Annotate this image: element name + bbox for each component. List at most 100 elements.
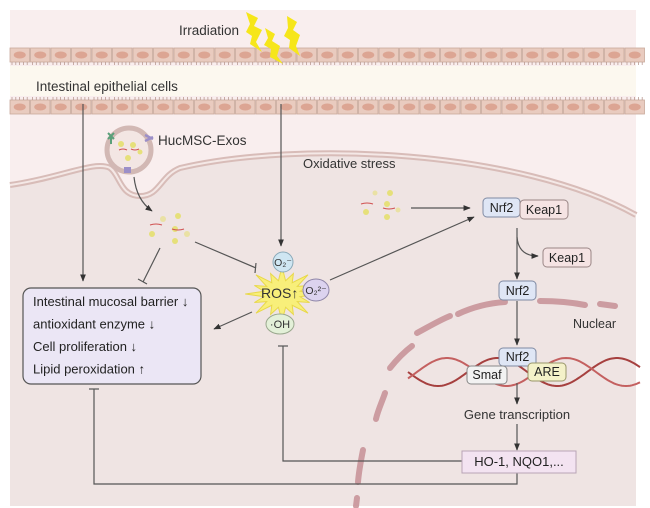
epithelial-cell — [317, 47, 338, 65]
products-label: HO-1, NQO1,... — [474, 454, 564, 469]
epithelial-cell — [501, 97, 522, 115]
epithelial-cells-label: Intestinal epithelial cells — [36, 79, 178, 94]
epithelial-cell — [358, 97, 379, 115]
epithelial-cell — [604, 97, 625, 115]
epithelial-cell — [50, 47, 71, 65]
epithelial-cell — [173, 97, 194, 115]
epithelial-cell — [440, 47, 461, 65]
hydroxyl-label: ·OH — [270, 319, 290, 331]
peroxide-bubble — [302, 278, 330, 302]
epithelial-cell — [604, 47, 625, 65]
epithelial-cell — [542, 97, 563, 115]
smaf-pill — [466, 365, 508, 385]
epithelial-cell — [30, 97, 51, 115]
epithelial-cell — [276, 47, 297, 65]
epithelial-cell — [153, 47, 174, 65]
arrow-exosome-to-cargo — [133, 176, 153, 212]
superoxide-bubble — [272, 251, 294, 273]
epithelial-cell — [542, 47, 563, 65]
epithelial-cell — [91, 97, 112, 115]
peroxide-label: O₂²⁻ — [305, 285, 327, 297]
epithelial-cell — [583, 97, 604, 115]
epithelial-cell — [30, 47, 51, 65]
cell-membrane-inner — [9, 152, 637, 216]
epithelial-cell — [194, 47, 215, 65]
ros-burst-icon — [245, 264, 319, 324]
inhibit-cargo-to-ros — [194, 241, 257, 269]
nrf2-free-pill — [498, 280, 537, 301]
arrow-ros-to-effects — [213, 311, 253, 330]
effect-item: antioxidant enzyme ↓ — [33, 317, 155, 332]
inhibit-cargo-to-effects — [142, 247, 161, 283]
dna-helix-icon — [407, 356, 641, 388]
arrow-ros-to-nrf2 — [329, 216, 475, 281]
exosome-cargo-cluster — [149, 213, 190, 244]
epithelial-cell — [624, 47, 645, 65]
epithelial-cell — [112, 97, 133, 115]
epithelial-cell — [235, 97, 256, 115]
keap1-released-pill — [542, 247, 592, 268]
epithelial-cell — [296, 47, 317, 65]
epithelial-row-bottom — [9, 97, 645, 115]
keap1-released-label: Keap1 — [549, 251, 585, 265]
effect-item: Lipid peroxidation ↑ — [33, 362, 145, 377]
epithelial-cell — [399, 47, 420, 65]
exosome-icon — [104, 125, 154, 175]
epithelial-cell — [460, 97, 481, 115]
epithelial-cell — [255, 97, 276, 115]
inhibit-products-to-ros — [282, 346, 462, 462]
nrf2-nuclear-pill — [498, 347, 537, 367]
epithelial-cell — [235, 47, 256, 65]
epithelial-cell — [378, 47, 399, 65]
epithelial-cell — [194, 97, 215, 115]
effect-item: Cell proliferation ↓ — [33, 339, 137, 354]
epithelial-cell — [481, 47, 502, 65]
epithelial-cell — [563, 97, 584, 115]
hydroxyl-bubble — [265, 313, 295, 335]
epithelial-cell — [255, 47, 276, 65]
epithelial-cell — [71, 47, 92, 65]
epithelial-cell — [399, 97, 420, 115]
lightning-icon — [246, 12, 300, 64]
nuclear-label: Nuclear — [573, 317, 616, 331]
keap1-complex-pill — [519, 199, 569, 220]
nrf2-nuclear-label: Nrf2 — [506, 350, 530, 364]
nrf2-free-label: Nrf2 — [506, 284, 530, 298]
epithelial-cell — [522, 47, 543, 65]
smaf-label: Smaf — [472, 368, 502, 382]
epithelial-cell — [296, 97, 317, 115]
epithelial-cell — [214, 97, 235, 115]
irradiation-label: Irradiation — [179, 23, 239, 38]
epithelial-cell — [624, 97, 645, 115]
nrf2-complex-label: Nrf2 — [490, 201, 514, 215]
keap1-complex-label: Keap1 — [526, 203, 562, 217]
epithelial-cell — [522, 97, 543, 115]
cytoplasm-region — [10, 153, 636, 506]
gene-transcription-label: Gene transcription — [464, 407, 570, 422]
exosome-label: HucMSC-Exos — [158, 133, 247, 148]
epithelial-cell — [337, 97, 358, 115]
epithelial-cell — [337, 47, 358, 65]
epithelial-cell — [132, 97, 153, 115]
epithelial-cell — [153, 97, 174, 115]
epithelial-cell — [214, 47, 235, 65]
epithelial-cell — [501, 47, 522, 65]
epithelial-cell — [112, 47, 133, 65]
epithelial-cell — [563, 47, 584, 65]
epithelial-cell — [583, 47, 604, 65]
epithelial-row-top — [9, 47, 645, 65]
superoxide-label: O₂⁻ — [274, 257, 292, 269]
arrow-keap1-release — [516, 236, 539, 259]
epithelial-cell — [419, 47, 440, 65]
epithelial-cell — [50, 97, 71, 115]
lumen-band — [10, 66, 636, 96]
epithelial-cell — [9, 47, 30, 65]
products-box — [461, 450, 577, 474]
epithelial-cell — [132, 47, 153, 65]
exosome-cargo-cluster — [360, 190, 401, 220]
are-label: ARE — [534, 365, 560, 379]
inhibit-products-to-effects — [93, 389, 518, 485]
epithelial-cell — [317, 97, 338, 115]
epithelial-cell — [173, 47, 194, 65]
